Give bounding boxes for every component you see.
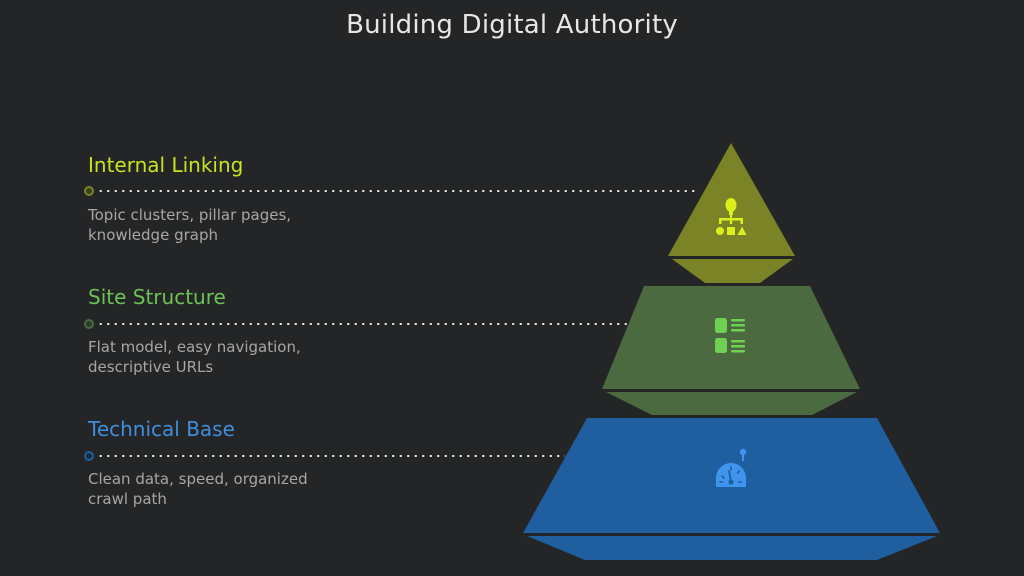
tier-description-internal-linking: Topic clusters, pillar pages, knowledge … xyxy=(88,206,292,244)
tier-description-technical-base: Clean data, speed, organized crawl path xyxy=(88,470,308,508)
dotted-line xyxy=(97,455,565,457)
tier-label-internal-linking: Internal Linking xyxy=(88,153,244,177)
dotted-line xyxy=(97,190,698,192)
tier-label-site-structure: Site Structure xyxy=(88,285,226,309)
connector-internal-linking xyxy=(84,186,698,196)
hierarchy-icon xyxy=(716,198,747,235)
bullet-marker xyxy=(84,451,94,461)
connector-site-structure xyxy=(84,319,632,329)
pyramid-tier-middle xyxy=(602,286,860,415)
bullet-marker xyxy=(84,186,94,196)
speedometer-icon xyxy=(716,448,747,487)
page-title: Building Digital Authority xyxy=(346,10,678,40)
bullet-marker xyxy=(84,319,94,329)
tier-description-site-structure: Flat model, easy navigation, descriptive… xyxy=(88,338,301,376)
tier-label-technical-base: Technical Base xyxy=(88,417,235,441)
pyramid-tier-bottom xyxy=(523,418,940,560)
sitemap-list-icon xyxy=(715,318,745,353)
connector-technical-base xyxy=(84,451,565,461)
dotted-line xyxy=(97,323,632,325)
